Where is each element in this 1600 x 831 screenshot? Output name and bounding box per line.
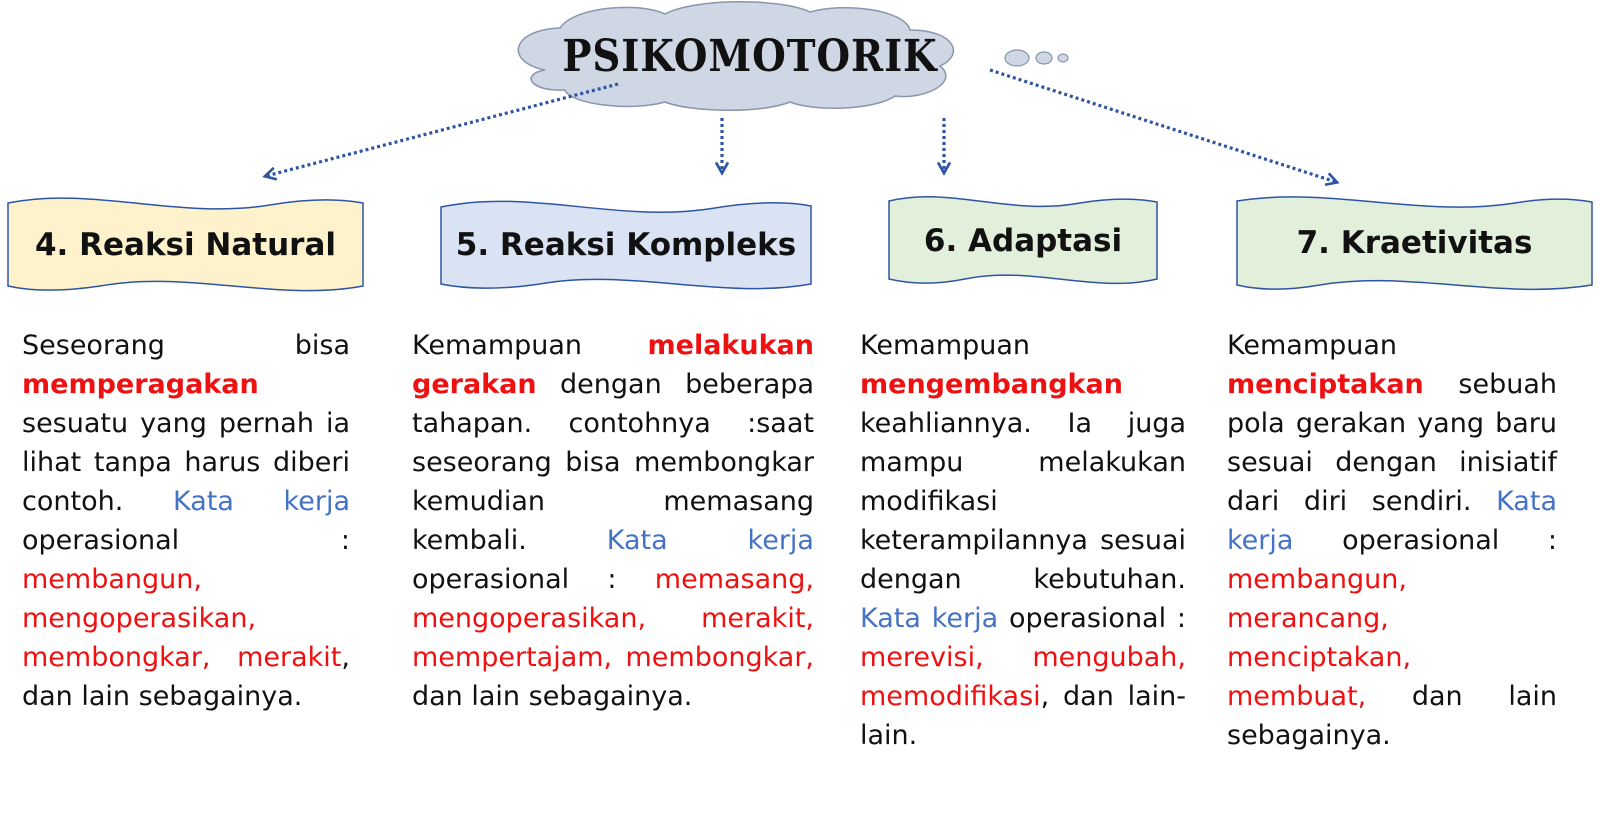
- example-verb: merakit: [237, 642, 342, 673]
- description-reaksi-natural: Seseorang bisa memperagakan sesuatu yang…: [22, 326, 350, 716]
- banner-kraetivitas: [1236, 196, 1593, 291]
- banner-adaptasi: [888, 195, 1158, 285]
- example-verb: mengoperasikan,: [412, 603, 647, 634]
- operasional-label: operasional :: [1342, 525, 1557, 556]
- banner-label-reaksi-natural: 4. Reaksi Natural: [34, 227, 337, 263]
- example-verb: merancang,: [1227, 603, 1389, 634]
- kata-kerja-label: Kata kerja: [606, 525, 814, 556]
- example-verb: membangun,: [22, 564, 202, 595]
- operasional-label: operasional :: [412, 564, 617, 595]
- example-verb: menciptakan,: [1227, 642, 1412, 673]
- arrow-to-reaksi-natural: [266, 82, 619, 176]
- desc-intro: Kemampuan: [1227, 330, 1398, 361]
- desc-intro: Kemampuan: [412, 330, 583, 361]
- example-verb: mengubah,: [1032, 642, 1186, 673]
- desc-closing: dan lain sebagainya.: [1227, 681, 1557, 751]
- description-reaksi-kompleks: Kemampuan melakukan gerakan dengan beber…: [412, 326, 814, 716]
- desc-body: dengan beberapa tahapan. contohnya :saat…: [412, 369, 814, 556]
- example-verb: memasang,: [654, 564, 814, 595]
- desc-body: keahliannya. Ia juga mampu melakukan mod…: [860, 408, 1186, 595]
- banner-label-adaptasi: 6. Adaptasi: [923, 223, 1123, 259]
- kata-kerja-label: Kata kerja: [172, 486, 350, 517]
- banner-label-kraetivitas: 7. Kraetivitas: [1296, 225, 1533, 261]
- description-adaptasi: Kemampuan mengembangkan keahliannya. Ia …: [860, 326, 1186, 755]
- desc-highlight-verb: mengembangkan: [860, 369, 1123, 400]
- desc-closing: , dan lain sebagainya.: [22, 642, 350, 712]
- arrow-to-kraetivitas: [989, 68, 1336, 182]
- description-kraetivitas: Kemampuan menciptakan sebuah pola geraka…: [1227, 326, 1557, 755]
- desc-closing: dan lain sebagainya.: [412, 681, 693, 712]
- example-verb: memodifikasi: [860, 681, 1041, 712]
- kata-kerja-label: Kata kerja: [1227, 486, 1557, 556]
- banner-reaksi-kompleks: [440, 200, 812, 290]
- example-verb: membangun,: [1227, 564, 1407, 595]
- operasional-label: operasional :: [22, 525, 350, 556]
- desc-body: sebuah pola gerakan yang baru sesuai den…: [1227, 369, 1557, 517]
- banner-reaksi-natural: [7, 197, 364, 292]
- desc-highlight-verb: melakukan gerakan: [412, 330, 814, 400]
- example-verb: mengoperasikan,: [22, 603, 257, 634]
- banner-label-reaksi-kompleks: 5. Reaksi Kompleks: [455, 227, 797, 263]
- connector-arrows: [266, 68, 1336, 182]
- thought-cloud: [517, 1, 1069, 111]
- example-verb: merevisi,: [860, 642, 984, 673]
- example-verb: mempertajam,: [412, 642, 613, 673]
- operasional-label: operasional :: [1008, 603, 1186, 634]
- desc-intro: Kemampuan: [860, 330, 1031, 361]
- desc-body: sesuatu yang pernah ia lihat tanpa harus…: [22, 408, 350, 517]
- desc-highlight-verb: menciptakan: [1227, 369, 1424, 400]
- desc-intro: Seseorang bisa: [22, 330, 350, 361]
- main-title: PSIKOMOTORIK: [562, 30, 938, 82]
- kata-kerja-label: Kata kerja: [860, 603, 999, 634]
- example-verb: merakit,: [701, 603, 814, 634]
- example-verb: membuat,: [1227, 681, 1367, 712]
- example-verb: membongkar,: [22, 642, 211, 673]
- example-verb: membongkar,: [625, 642, 814, 673]
- desc-highlight-verb: memperagakan: [22, 369, 259, 400]
- desc-closing: , dan lain-lain.: [860, 681, 1186, 751]
